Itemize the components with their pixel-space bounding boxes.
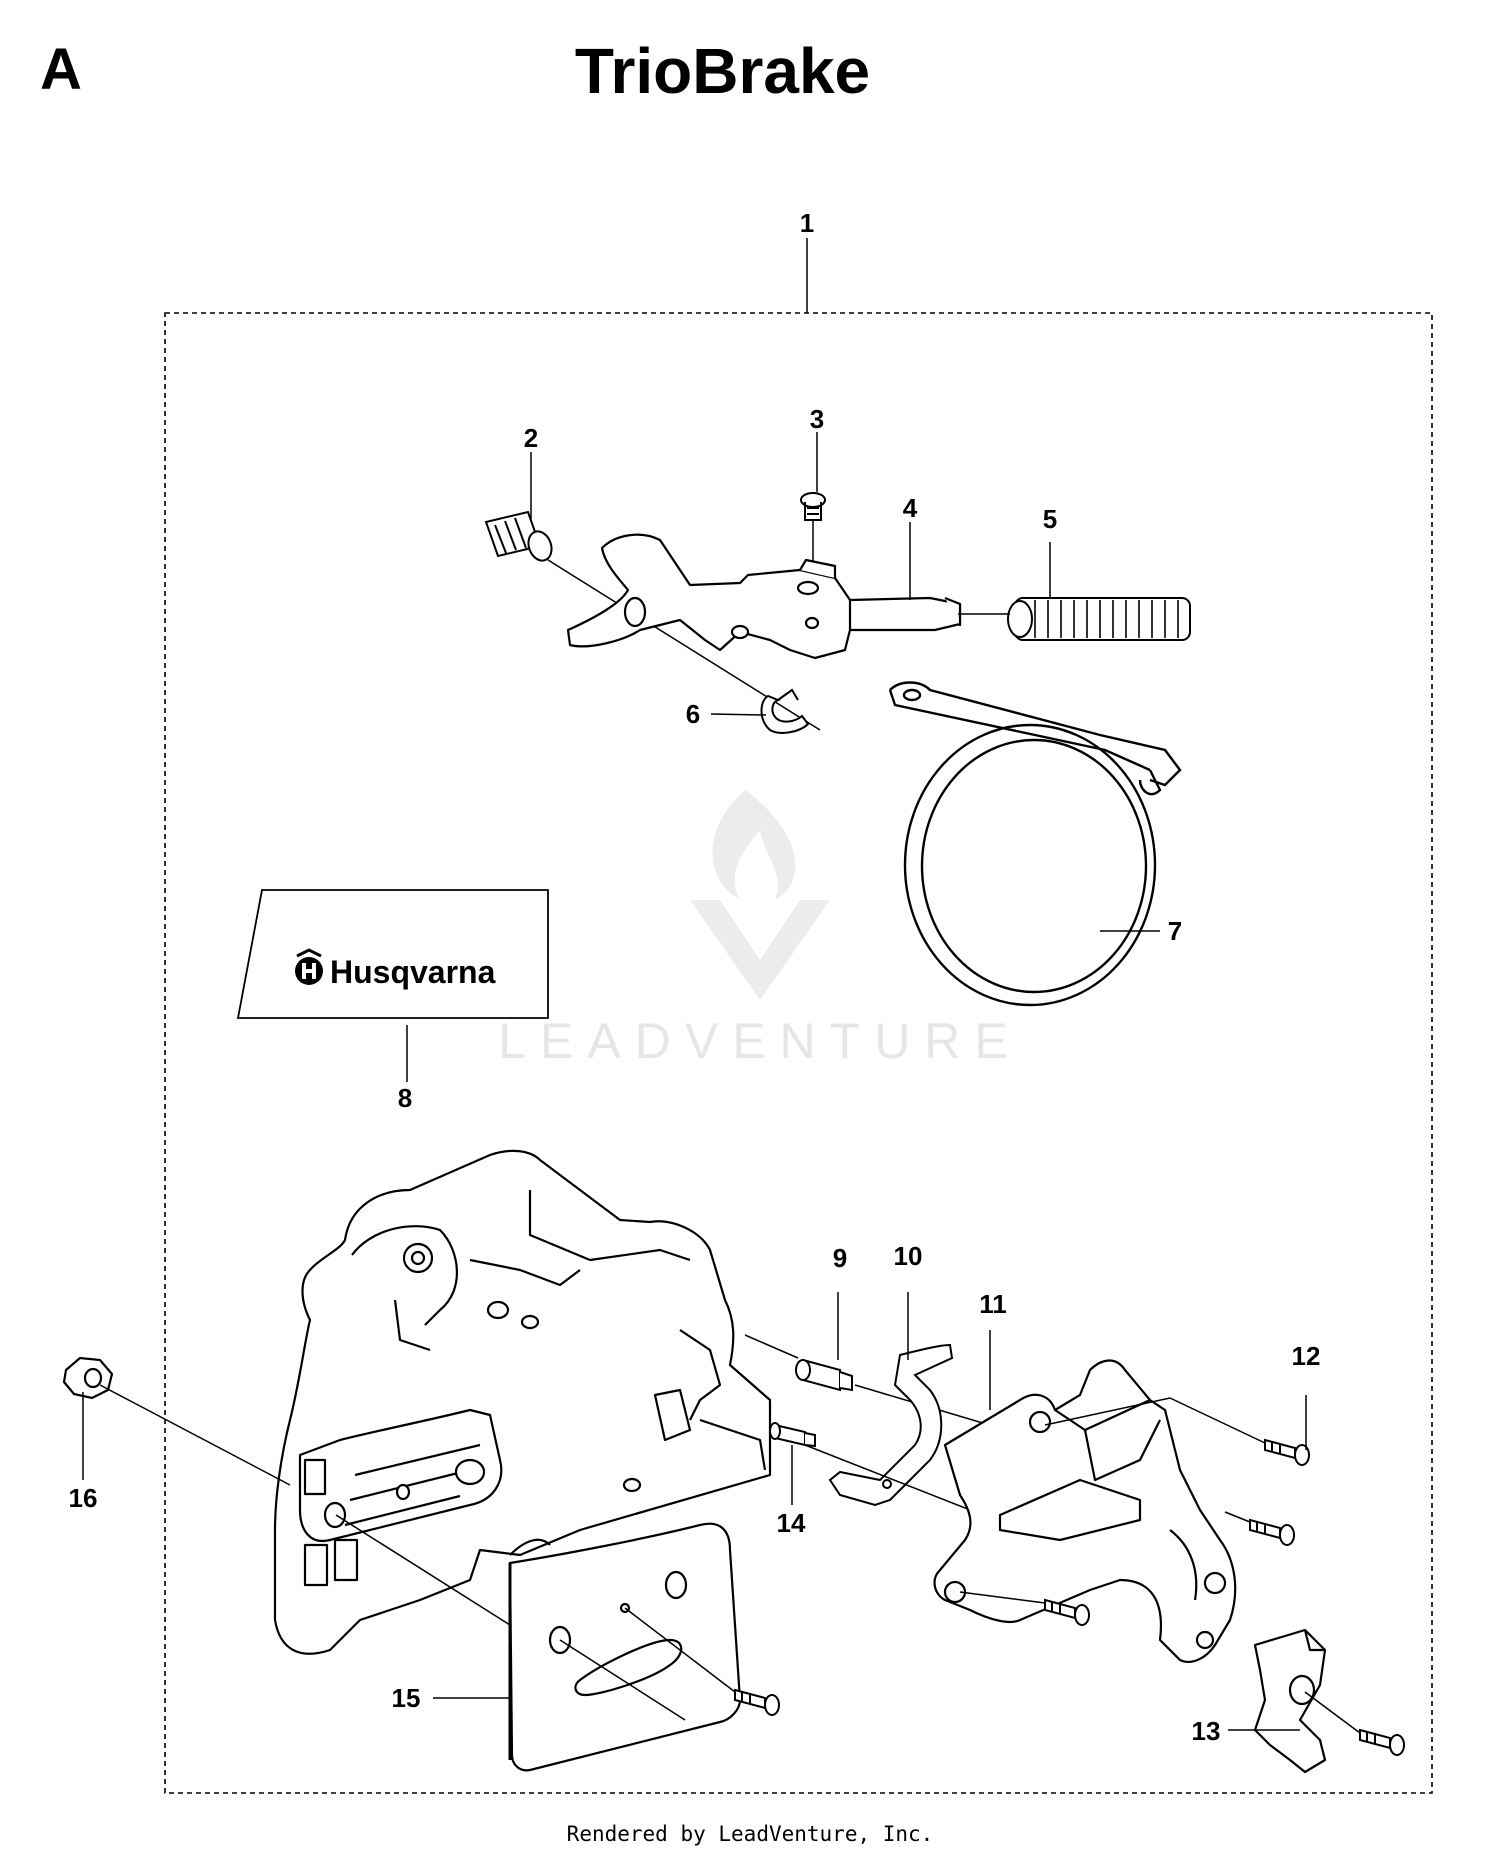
screw-icon xyxy=(1304,1691,1405,1756)
callout-4: 4 xyxy=(903,493,918,523)
callout-9: 9 xyxy=(833,1243,847,1273)
screw-icon xyxy=(1224,1511,1295,1546)
callout-7: 7 xyxy=(1168,916,1182,946)
clutch-cover xyxy=(273,1149,772,1655)
kit-boundary xyxy=(164,312,1433,1794)
callout-5: 5 xyxy=(1043,504,1057,534)
part-4-brake-lever xyxy=(566,533,962,660)
screw-icon xyxy=(1044,1397,1310,1466)
callout-8: 8 xyxy=(398,1083,412,1113)
callout-10: 10 xyxy=(894,1241,923,1271)
part-6-clip xyxy=(760,688,810,734)
part-5-spring xyxy=(958,597,1191,641)
screw-icon xyxy=(959,1591,1090,1626)
callout-6: 6 xyxy=(686,699,700,729)
callout-3: 3 xyxy=(810,404,824,434)
decal-brand-text: Husqvarna xyxy=(330,954,496,990)
callout-12: 12 xyxy=(1292,1341,1321,1371)
part-3-screw xyxy=(800,492,826,600)
watermark-text: LEADVENTURE xyxy=(498,1013,1022,1069)
callout-1: 1 xyxy=(800,208,814,238)
part-11-brake-housing xyxy=(933,1359,1237,1663)
callout-16: 16 xyxy=(69,1483,98,1513)
part-10-spring-bracket xyxy=(828,1343,954,1507)
callout-11: 11 xyxy=(979,1289,1007,1319)
leader-lines xyxy=(82,432,1307,1731)
part-7-brake-band xyxy=(888,681,1182,1007)
part-8-decal: Husqvarna xyxy=(236,889,549,1019)
part-16-nut xyxy=(62,1356,686,1721)
callout-15: 15 xyxy=(392,1683,421,1713)
part-12-screws xyxy=(624,1397,1405,1756)
callout-2: 2 xyxy=(524,423,538,453)
page-title: TrioBrake xyxy=(574,35,871,107)
part-15-bar-plate xyxy=(508,1522,742,1772)
husqvarna-logo-icon xyxy=(295,948,323,985)
part-13-chain-catcher xyxy=(1253,1628,1327,1774)
callout-13: 13 xyxy=(1192,1716,1221,1746)
part-2-sleeve xyxy=(484,510,821,731)
screw-icon xyxy=(624,1607,780,1716)
watermark: LEADVENTURE xyxy=(498,790,1022,1069)
footer-credit: Rendered by LeadVenture, Inc. xyxy=(566,1822,934,1846)
callout-14: 14 xyxy=(777,1508,806,1538)
section-letter: A xyxy=(40,37,82,102)
